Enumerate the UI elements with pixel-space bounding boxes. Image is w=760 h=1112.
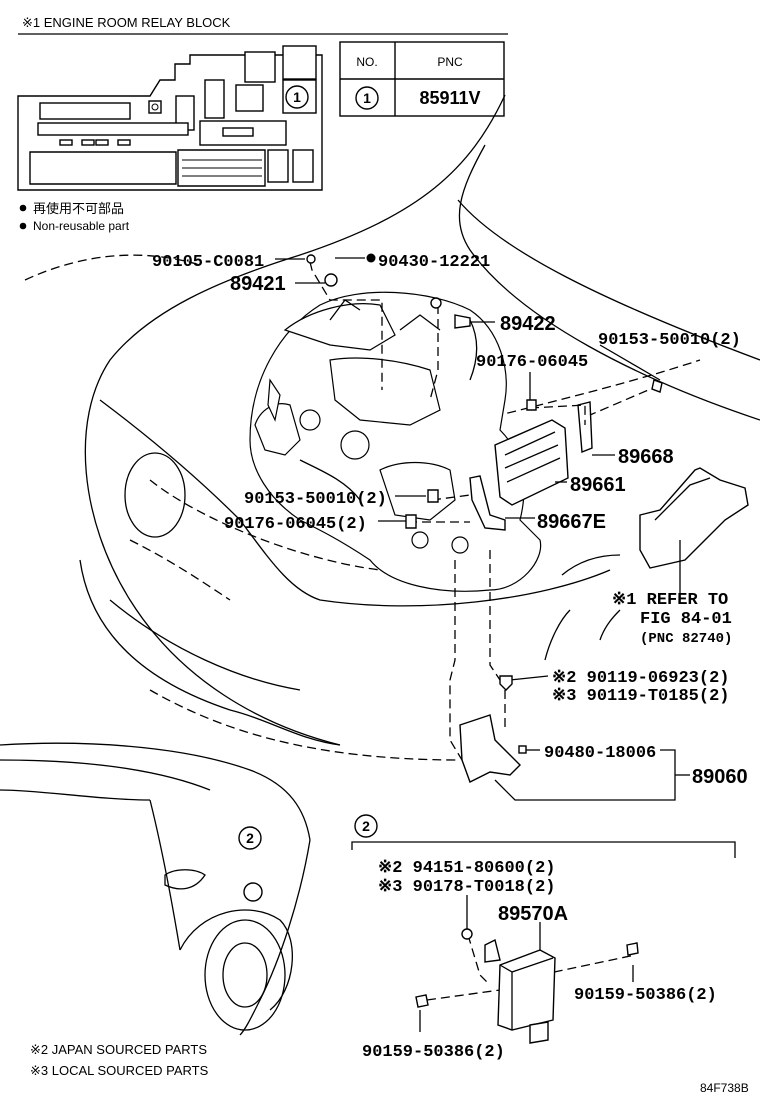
refer-note-line3: (PNC 82740) [640, 631, 732, 647]
label-89667e: 89667E [537, 511, 606, 533]
label-89668: 89668 [618, 446, 674, 468]
label-90159-50386-right: 90159-50386(2) [574, 986, 717, 1005]
label-90105-c0081: 90105-C0081 [152, 253, 264, 272]
engine-assembly [249, 291, 542, 592]
label-90119-t0185: ※3 90119-T0185(2) [552, 687, 729, 706]
pnc-table-header-pnc: PNC [437, 55, 463, 69]
part-labels: 90105-C0081 89421 90430-12221 89422 9015… [152, 253, 748, 1062]
bracket-89060 [459, 714, 521, 783]
receiver-89570a: 2 [354, 814, 556, 1044]
label-90430-12221: 90430-12221 [378, 253, 490, 272]
legend-non-reusable-en: Non-reusable part [33, 219, 130, 233]
note-local-sourced: ※3 LOCAL SOURCED PARTS [30, 1063, 209, 1078]
label-90159-50386-left: 90159-50386(2) [362, 1043, 505, 1062]
label-90178-t0018: ※3 90178-T0018(2) [378, 878, 555, 897]
pnc-table-row-pnc: 85911V [419, 88, 480, 108]
label-94151-80600: ※2 94151-80600(2) [378, 859, 555, 878]
legend-non-reusable-jp: 再使用不可部品 [33, 201, 124, 216]
label-90176-06045: 90176-06045 [476, 353, 588, 372]
ecu-group [459, 401, 749, 783]
label-89661: 89661 [570, 474, 626, 496]
pnc-table-header-no: NO. [356, 55, 377, 69]
relay-marker-number: 1 [293, 89, 301, 105]
figure-code: 84F738B [700, 1081, 749, 1095]
fasteners [306, 254, 663, 1008]
ecu-89661 [494, 419, 569, 506]
label-90480-18006: 90480-18006 [544, 744, 656, 763]
rear-vehicle-view: 2 [0, 742, 311, 1036]
vehicle-body-outline [24, 94, 760, 761]
label-90176-06045-mid: 90176-06045(2) [224, 515, 367, 534]
label-89060: 89060 [692, 766, 748, 788]
label-89421: 89421 [230, 273, 286, 295]
label-90153-50010-top: 90153-50010(2) [598, 331, 741, 350]
pnc-table-row-no: 1 [363, 90, 371, 106]
pnc-table: NO. PNC 1 85911V [339, 41, 505, 117]
label-89570a: 89570A [498, 903, 568, 925]
bracket-89667e [469, 475, 506, 531]
circle-marker-2-box: 2 [362, 818, 370, 834]
relay-marker-circle [285, 85, 309, 109]
relay-block-inset: ※1 ENGINE ROOM RELAY BLOCK 1 再使用不可部品 [17, 15, 508, 233]
note-japan-sourced: ※2 JAPAN SOURCED PARTS [30, 1042, 207, 1057]
label-90119-06923: ※2 90119-06923(2) [552, 669, 729, 688]
leader-lines [275, 257, 736, 1032]
label-90153-50010-mid: 90153-50010(2) [244, 490, 387, 509]
refer-note-line1: ※1 REFER TO [612, 591, 728, 610]
refer-note-line2: FIG 84-01 [640, 610, 732, 629]
bracket-89668 [577, 401, 593, 454]
circle-marker-2-car: 2 [246, 830, 254, 846]
footnotes: ※2 JAPAN SOURCED PARTS ※3 LOCAL SOURCED … [30, 1042, 749, 1095]
label-89422: 89422 [500, 313, 556, 335]
relay-block-title: ※1 ENGINE ROOM RELAY BLOCK [22, 15, 231, 30]
